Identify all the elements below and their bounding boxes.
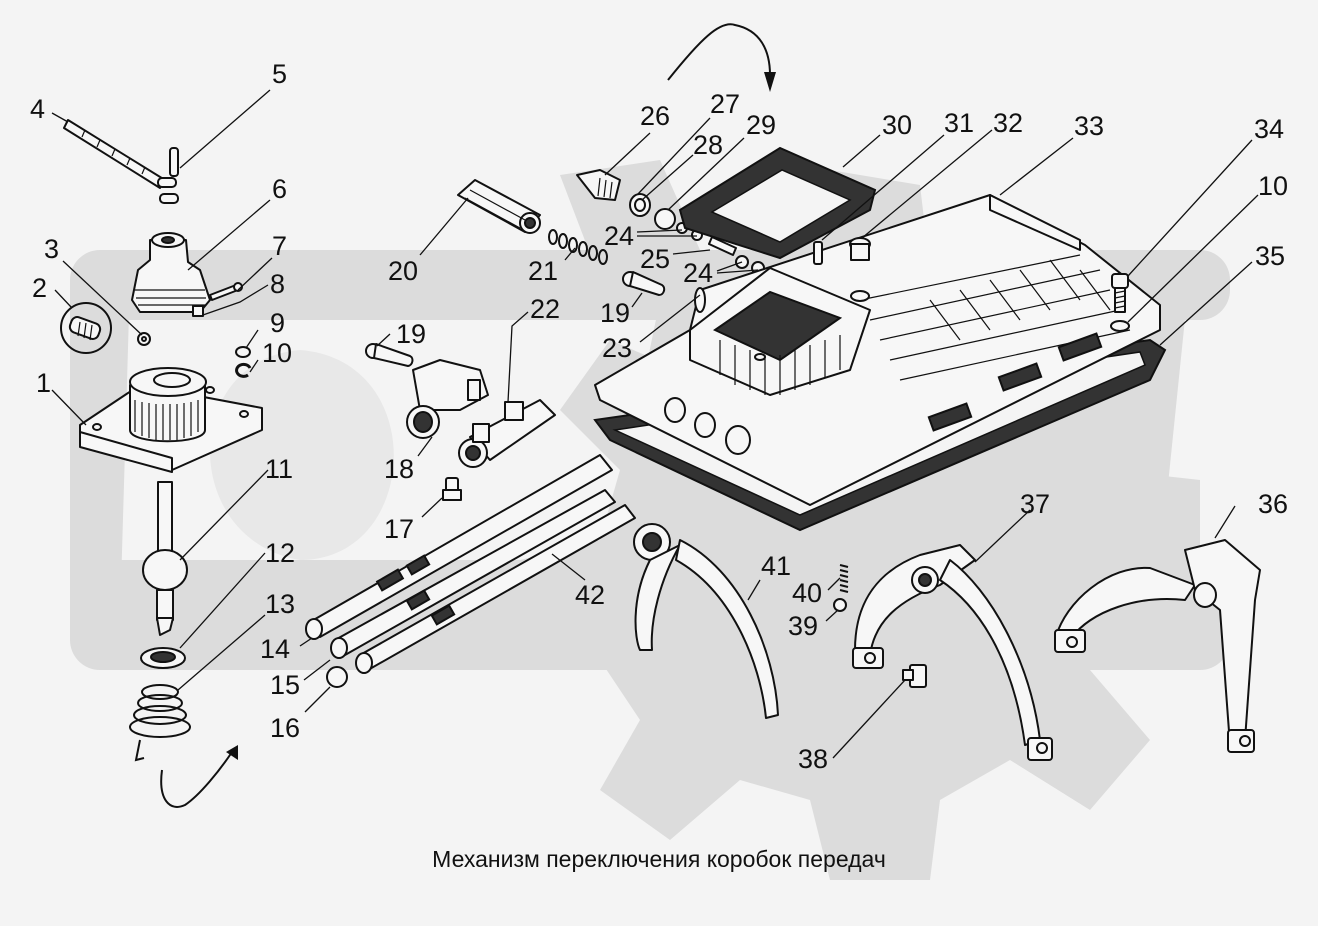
part-37-fork [852, 544, 1053, 761]
callout-3: 3 [44, 234, 59, 264]
callout-6: 6 [272, 174, 287, 204]
callout-1: 1 [36, 368, 51, 398]
callout-34: 34 [1254, 114, 1284, 144]
part-25-pin [708, 236, 737, 256]
part-10-washer-right [1110, 320, 1130, 332]
callout-8: 8 [270, 269, 285, 299]
part-32-plug [849, 237, 871, 261]
callout-36: 36 [1258, 489, 1288, 519]
callout-42: 42 [575, 580, 605, 610]
part-3-nut [137, 332, 151, 346]
callout-24b: 24 [683, 258, 713, 288]
callout-10b: 10 [1258, 171, 1288, 201]
callout-35: 35 [1255, 241, 1285, 271]
part-21-spring [548, 229, 608, 265]
callout-30: 30 [882, 110, 912, 140]
part-15-rail [330, 489, 616, 659]
callout-40: 40 [792, 578, 822, 608]
part-9-nut [235, 346, 251, 358]
diagram-caption: Механизм переключения коробок передач [432, 846, 886, 872]
leader-lines [51, 89, 1259, 759]
callout-37: 37 [1020, 489, 1050, 519]
part-42-rail [355, 504, 636, 674]
part-5-pin [169, 147, 179, 177]
callout-29: 29 [746, 110, 776, 140]
part-19-pin-right [622, 271, 666, 296]
callout-25: 25 [640, 244, 670, 274]
part-1-base [79, 367, 263, 473]
part-17-plug [442, 477, 462, 501]
callout-23: 23 [602, 333, 632, 363]
callout-7: 7 [272, 231, 287, 261]
part-11-lever [142, 481, 188, 636]
part-16-plug [326, 666, 348, 688]
part-39-ball [833, 598, 847, 612]
part-18-block [406, 359, 489, 439]
callout-4: 4 [30, 94, 45, 124]
callout-11: 11 [265, 454, 293, 484]
part-12-seal [140, 647, 186, 669]
part-10-washer [235, 362, 252, 378]
callout-13: 13 [265, 589, 295, 619]
callout-12: 12 [265, 538, 295, 568]
callout-38: 38 [798, 744, 828, 774]
callout-41: 41 [761, 551, 791, 581]
part-22-shifter [458, 399, 556, 468]
callout-5: 5 [272, 59, 287, 89]
callout-15: 15 [270, 670, 300, 700]
part-30-gasket [678, 146, 877, 260]
part-23-bores [664, 397, 751, 455]
part-14-rail [305, 454, 613, 640]
callout-10a: 10 [262, 338, 292, 368]
part-4-rod [63, 119, 179, 204]
part-13-spring [129, 684, 191, 762]
part-34-bolt [1111, 273, 1129, 313]
part-27-ring [629, 193, 651, 217]
part-31-stud [813, 241, 823, 265]
callout-20: 20 [388, 256, 418, 286]
callout-21: 21 [528, 256, 558, 286]
callout-9: 9 [270, 308, 285, 338]
part-26-sensor [576, 169, 621, 201]
callout-26: 26 [640, 101, 670, 131]
part-36-fork [1054, 539, 1261, 753]
callout-28: 28 [693, 130, 723, 160]
callout-39: 39 [788, 611, 818, 641]
rotation-arrow-bottom [160, 745, 238, 808]
part-29-ball [654, 208, 676, 230]
part-41-fork [633, 523, 779, 719]
callout-numbers: 1 2 3 4 5 6 7 8 9 10 11 12 13 14 15 16 1… [30, 59, 1288, 774]
part-23-tower [689, 267, 871, 396]
rotation-arrow-top [667, 23, 776, 92]
part-20-sleeve [457, 179, 541, 234]
callout-33: 33 [1074, 111, 1104, 141]
callout-27: 27 [710, 89, 740, 119]
callout-14: 14 [260, 634, 290, 664]
callout-17: 17 [384, 514, 414, 544]
watermark-letter-o [210, 350, 394, 560]
callout-19b: 19 [600, 298, 630, 328]
callout-22: 22 [530, 294, 560, 324]
part-2-plug [60, 302, 112, 354]
part-6-boot [131, 232, 211, 317]
callout-24a: 24 [604, 221, 634, 251]
callout-16: 16 [270, 713, 300, 743]
callout-31: 31 [944, 108, 974, 138]
part-38-pad [902, 664, 927, 688]
part-40-spring [839, 564, 849, 593]
callout-2: 2 [32, 273, 47, 303]
part-19-pin-left [365, 343, 414, 367]
callout-18: 18 [384, 454, 414, 484]
callout-32: 32 [993, 108, 1023, 138]
callout-19a: 19 [396, 319, 426, 349]
